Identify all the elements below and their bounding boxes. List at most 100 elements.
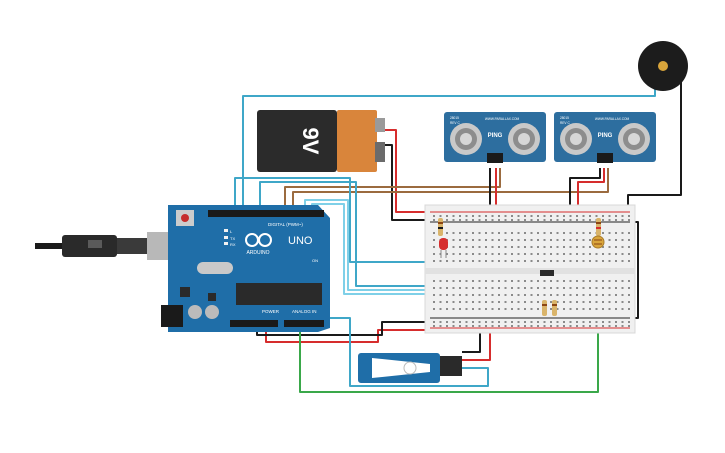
breadboard-hole	[433, 260, 435, 262]
breadboard-hole	[576, 215, 578, 217]
resistor-extra[interactable]	[552, 300, 557, 316]
breadboard-hole	[550, 301, 552, 303]
ultrasonic-sensor-1[interactable]: PING WWW.PARALLAX.COM 28015 REV C	[444, 112, 546, 163]
breadboard-hole	[524, 321, 526, 323]
breadboard-hole	[621, 219, 624, 221]
breadboard-hole	[563, 321, 565, 323]
red-led[interactable]	[439, 238, 448, 258]
breadboard-hole	[439, 325, 442, 327]
breadboard-hole	[459, 215, 461, 217]
arduino-model-label: UNO	[288, 235, 313, 247]
breadboard-hole	[517, 239, 520, 241]
breadboard-hole	[452, 301, 455, 303]
wire-sensor1-trigger[interactable]	[284, 168, 501, 210]
breadboard-hole	[563, 215, 565, 217]
breadboard-hole	[491, 280, 494, 282]
breadboard-hole	[498, 280, 500, 282]
breadboard-hole	[608, 232, 611, 234]
breadboard-hole	[608, 301, 611, 303]
resistor-button[interactable]	[542, 300, 547, 316]
photoresistor[interactable]	[591, 235, 605, 249]
breadboard-hole	[556, 280, 559, 282]
breadboard-hole	[582, 287, 585, 289]
breadboard-hole	[621, 246, 624, 248]
breadboard-hole	[556, 232, 559, 234]
breadboard-hole	[537, 321, 539, 323]
wire-sensor2-gnd[interactable]	[569, 168, 601, 222]
ultrasonic-sensor-2[interactable]: PING WWW.PARALLAX.COM 28015 REV C	[554, 112, 656, 163]
breadboard-hole	[433, 287, 435, 289]
breadboard-hole	[478, 253, 481, 255]
breadboard-hole	[537, 260, 539, 262]
breadboard-hole	[628, 321, 630, 323]
breadboard-hole	[452, 246, 455, 248]
breadboard-hole	[517, 280, 520, 282]
breadboard-hole	[459, 232, 461, 234]
breadboard-hole	[615, 280, 617, 282]
breadboard-hole	[582, 215, 585, 217]
breadboard-hole	[465, 215, 468, 217]
sensor-1-model: 28015	[450, 116, 459, 120]
breadboard-hole	[452, 232, 455, 234]
breadboard-hole	[563, 308, 565, 310]
breadboard-hole	[563, 260, 565, 262]
breadboard-hole	[569, 321, 572, 323]
wire-servo-power[interactable]	[462, 330, 491, 361]
wire-led-signal[interactable]	[234, 177, 440, 263]
breadboard-hole	[446, 301, 448, 303]
breadboard[interactable]	[424, 204, 636, 334]
breadboard-hole	[550, 215, 552, 217]
breadboard-hole	[569, 308, 572, 310]
wire-digital-b[interactable]	[304, 199, 540, 291]
breadboard-hole	[478, 280, 481, 282]
breadboard-hole	[550, 239, 552, 241]
sensor-2-model: 28015	[560, 116, 569, 120]
resistor-ldr[interactable]	[596, 218, 601, 236]
breadboard-hole	[504, 325, 507, 327]
breadboard-hole	[576, 325, 578, 327]
breadboard-hole	[537, 287, 539, 289]
breadboard-hole	[563, 301, 565, 303]
breadboard-hole	[472, 321, 474, 323]
breadboard-hole	[517, 321, 520, 323]
breadboard-hole	[433, 219, 435, 221]
battery-9v[interactable]: 9V	[257, 110, 385, 172]
push-button[interactable]	[540, 270, 554, 276]
breadboard-hole	[621, 308, 624, 310]
wire-digital-a[interactable]	[259, 181, 440, 287]
breadboard-hole	[615, 321, 617, 323]
breadboard-hole	[582, 308, 585, 310]
breadboard-hole	[530, 219, 533, 221]
breadboard-hole	[582, 219, 585, 221]
breadboard-hole	[556, 287, 559, 289]
breadboard-hole	[556, 294, 559, 296]
arduino-uno-board[interactable]: ARDUINO UNO DIGITAL (PWM~) POWER ANALOG …	[161, 205, 330, 332]
micro-servo[interactable]	[358, 353, 462, 383]
wire-servo-ground[interactable]	[462, 325, 481, 353]
breadboard-hole	[537, 253, 539, 255]
breadboard-hole	[452, 308, 455, 310]
breadboard-hole	[485, 301, 487, 303]
breadboard-hole	[595, 321, 598, 323]
digital-header-label: DIGITAL (PWM~)	[268, 222, 303, 227]
wire-battery-negative[interactable]	[383, 144, 430, 221]
wire-sensor2-trigger[interactable]	[292, 168, 609, 210]
breadboard-hole	[524, 260, 526, 262]
wire-sensor2-vcc[interactable]	[577, 168, 605, 212]
usb-cable[interactable]	[35, 232, 177, 260]
breadboard-hole	[556, 260, 559, 262]
wire-battery-positive[interactable]	[383, 129, 430, 213]
resistor-led[interactable]	[438, 218, 443, 236]
breadboard-hole	[543, 280, 546, 282]
breadboard-hole	[459, 308, 461, 310]
breadboard-hole	[608, 321, 611, 323]
piezo-buzzer[interactable]	[638, 41, 688, 91]
breadboard-hole	[530, 215, 533, 217]
breadboard-hole	[504, 287, 507, 289]
breadboard-hole	[602, 246, 604, 248]
breadboard-hole	[628, 215, 630, 217]
breadboard-hole	[621, 294, 624, 296]
breadboard-hole	[569, 253, 572, 255]
breadboard-hole	[582, 260, 585, 262]
